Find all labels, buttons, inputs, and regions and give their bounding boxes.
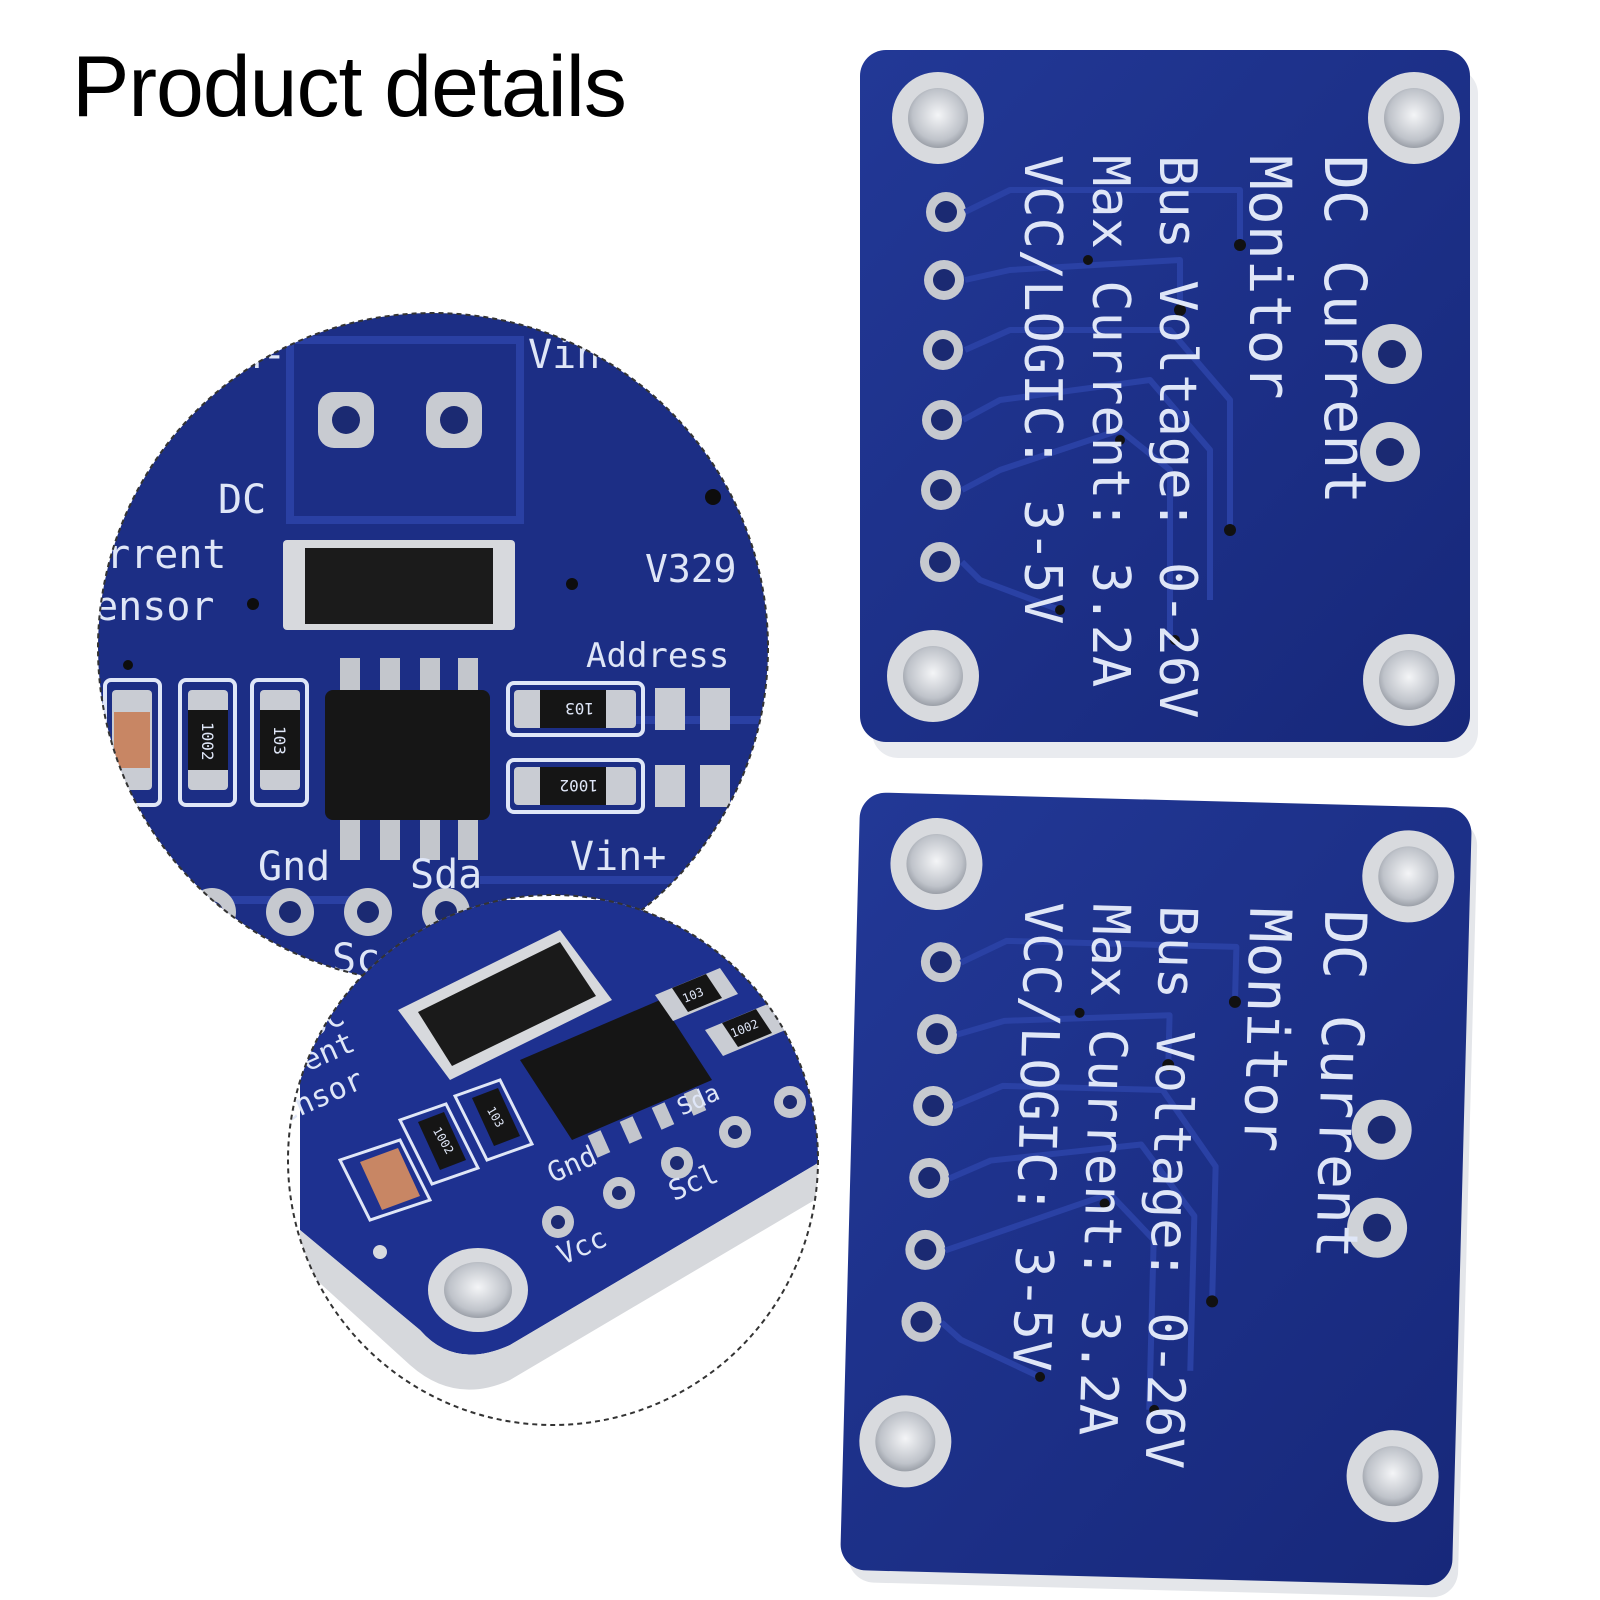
vin-plus-label: Vin+ (570, 834, 666, 880)
dc-label: DC (218, 477, 266, 523)
gnd-label: Gnd (258, 844, 330, 890)
max-current-spec: Max Current: 3.2A (1080, 155, 1140, 687)
smd-resistor: 1002 (506, 758, 645, 814)
board-title-line1: DC Current (1311, 155, 1379, 504)
sensor-label: Sensor (70, 584, 215, 630)
logic-voltage-spec: VCC/LOGIC: 3-5V (1000, 901, 1072, 1372)
ic-chip (520, 1000, 712, 1158)
max-current-spec: Max Current: 3.2A (1067, 903, 1141, 1437)
smd-capacitor (103, 678, 162, 807)
header-pins (920, 192, 966, 582)
bus-voltage-spec: Bus Voltage: 0-26V (1147, 155, 1207, 719)
resistor-code: 103 (565, 699, 594, 718)
board-title-line2: Monitor (1230, 907, 1304, 1153)
pcb-board-top: DC Current Monitor Bus Voltage: 0-26V Ma… (860, 50, 1478, 758)
sda-label: Sda (410, 852, 482, 898)
resistor-code: 1002 (559, 776, 598, 795)
current-label: urrent (82, 532, 227, 578)
smd-resistor: 103 (250, 678, 309, 807)
smd-resistor: 1002 (397, 1102, 481, 1186)
address-label: Address (586, 636, 729, 676)
smd-resistor: 103 (506, 681, 645, 737)
vin-minus-label: Vin- (190, 332, 286, 378)
resistor-code: 1002 (198, 722, 217, 761)
logic-voltage-spec: VCC/LOGIC: 3-5V (1012, 155, 1072, 625)
header-pins (542, 1086, 806, 1238)
version-label: V329 (645, 547, 737, 591)
zoom-circle-small: 1002 103 103 1002 (287, 894, 819, 1426)
zoom-circle-large: 1002 103 103 1002 (70, 312, 769, 984)
smd-resistor: 1002 (178, 678, 237, 807)
smd-resistor: 1002 (705, 1003, 788, 1056)
pcb-board-bottom: DC Current Monitor Bus Voltage: 0-26V Ma… (840, 792, 1478, 1598)
smd-resistor: 103 (452, 1078, 535, 1162)
header-pins (901, 942, 961, 1342)
smd-resistor: 103 (655, 968, 738, 1021)
board-title-line2: Monitor (1236, 155, 1304, 399)
board-title-line1: DC Current (1302, 909, 1379, 1260)
ic-chip (325, 658, 490, 860)
bus-voltage-spec: Bus Voltage: 0-26V (1133, 905, 1208, 1470)
page-title: Product details (72, 39, 627, 135)
resistor-code: 103 (270, 726, 289, 755)
smd-capacitor (337, 1138, 433, 1222)
